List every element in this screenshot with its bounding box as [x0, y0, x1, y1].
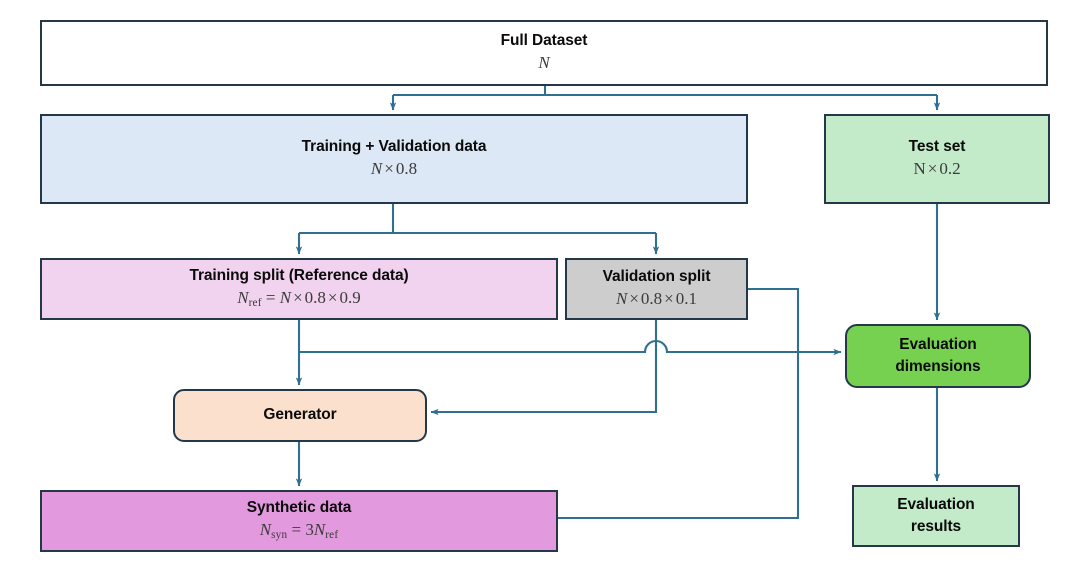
train-validation-title: Training + Validation data	[301, 138, 487, 156]
evaluation-dimensions-title-line2: dimensions	[895, 358, 981, 375]
validation-split-formula: N×0.8×0.1	[615, 289, 698, 309]
evaluation-results-title-line1: Evaluation	[897, 495, 975, 513]
evaluation-dimensions-title-line1: Evaluation	[899, 335, 977, 353]
full-dataset-title: Full Dataset	[500, 32, 588, 50]
evaluation-results-title-line2: results	[910, 518, 962, 535]
synthetic-data-title: Synthetic data	[246, 499, 352, 517]
node-train-validation-data[interactable]: Training + Validation data N×0.8	[40, 114, 748, 204]
train-validation-formula: N×0.8	[370, 159, 418, 179]
test-set-formula: N×0.2	[913, 159, 961, 179]
full-dataset-formula: N	[538, 53, 550, 73]
generator-title: Generator	[263, 406, 337, 424]
synthetic-data-formula: Nsyn = 3Nref	[259, 520, 339, 542]
node-full-dataset[interactable]: Full Dataset N	[40, 20, 1048, 86]
node-evaluation-dimensions[interactable]: Evaluation dimensions	[845, 324, 1031, 388]
node-training-split[interactable]: Training split (Reference data) Nref = N…	[40, 258, 558, 320]
edge-validationsplit-to-evalbus	[748, 287, 800, 352]
training-split-formula: Nref = N×0.8×0.9	[237, 288, 361, 310]
node-evaluation-results[interactable]: Evaluation results	[852, 485, 1020, 547]
training-split-title: Training split (Reference data)	[189, 267, 409, 285]
test-set-title: Test set	[908, 138, 966, 156]
edge-validationsplit-to-generator	[430, 320, 658, 416]
node-validation-split[interactable]: Validation split N×0.8×0.1	[565, 258, 748, 320]
node-test-set[interactable]: Test set N×0.2	[824, 114, 1050, 204]
node-synthetic-data[interactable]: Synthetic data Nsyn = 3Nref	[40, 490, 558, 552]
edge-synthetic-to-evaldims	[558, 352, 800, 520]
validation-split-title: Validation split	[602, 268, 711, 286]
edge-trainingsplit-to-evaldims	[299, 340, 842, 356]
node-generator[interactable]: Generator	[173, 389, 427, 442]
